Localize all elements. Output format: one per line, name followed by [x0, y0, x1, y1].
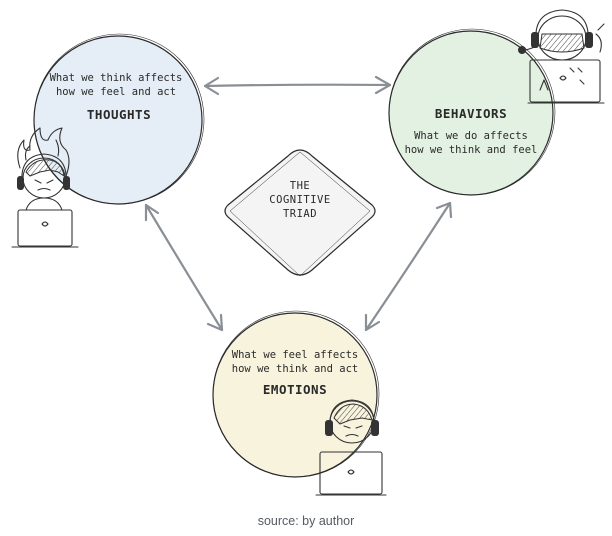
emotions-desc-line2: how we think and act [232, 363, 358, 375]
person-headphones-laptop-icon [315, 399, 387, 496]
source-caption: source: by author [257, 514, 355, 528]
thoughts-desc-line1: What we think affects [50, 72, 183, 84]
arrow-thoughts-emotions [144, 203, 224, 332]
thoughts-node: What we think affects how we feel and ac… [33, 33, 205, 205]
thoughts-title: THOUGHTS [87, 107, 151, 122]
emotions-desc-line1: What we feel affects [232, 349, 358, 361]
thoughts-desc-line2: how we feel and act [56, 86, 176, 98]
behaviors-node: BEHAVIORS What we do affects how we thin… [388, 28, 556, 196]
behaviors-title: BEHAVIORS [435, 106, 507, 121]
triad-line1: THE [290, 180, 310, 192]
emotions-title: EMOTIONS [263, 382, 327, 397]
arrow-behaviors-emotions [364, 201, 453, 332]
triad-line2: COGNITIVE [269, 194, 330, 206]
cognitive-triad-diamond: THE COGNITIVE TRIAD [224, 149, 376, 277]
behaviors-desc-line2: how we think and feel [405, 144, 538, 156]
diamond-shape [224, 149, 376, 276]
stressed-person-laptop-icon [11, 127, 79, 248]
behaviors-desc-line1: What we do affects [414, 130, 528, 142]
triad-line3: TRIAD [283, 208, 317, 220]
arrow-thoughts-behaviors [203, 75, 392, 96]
cognitive-triad-diagram: What we think affects how we feel and ac… [11, 9, 605, 496]
person-headphones-laptop-icon [518, 9, 605, 104]
